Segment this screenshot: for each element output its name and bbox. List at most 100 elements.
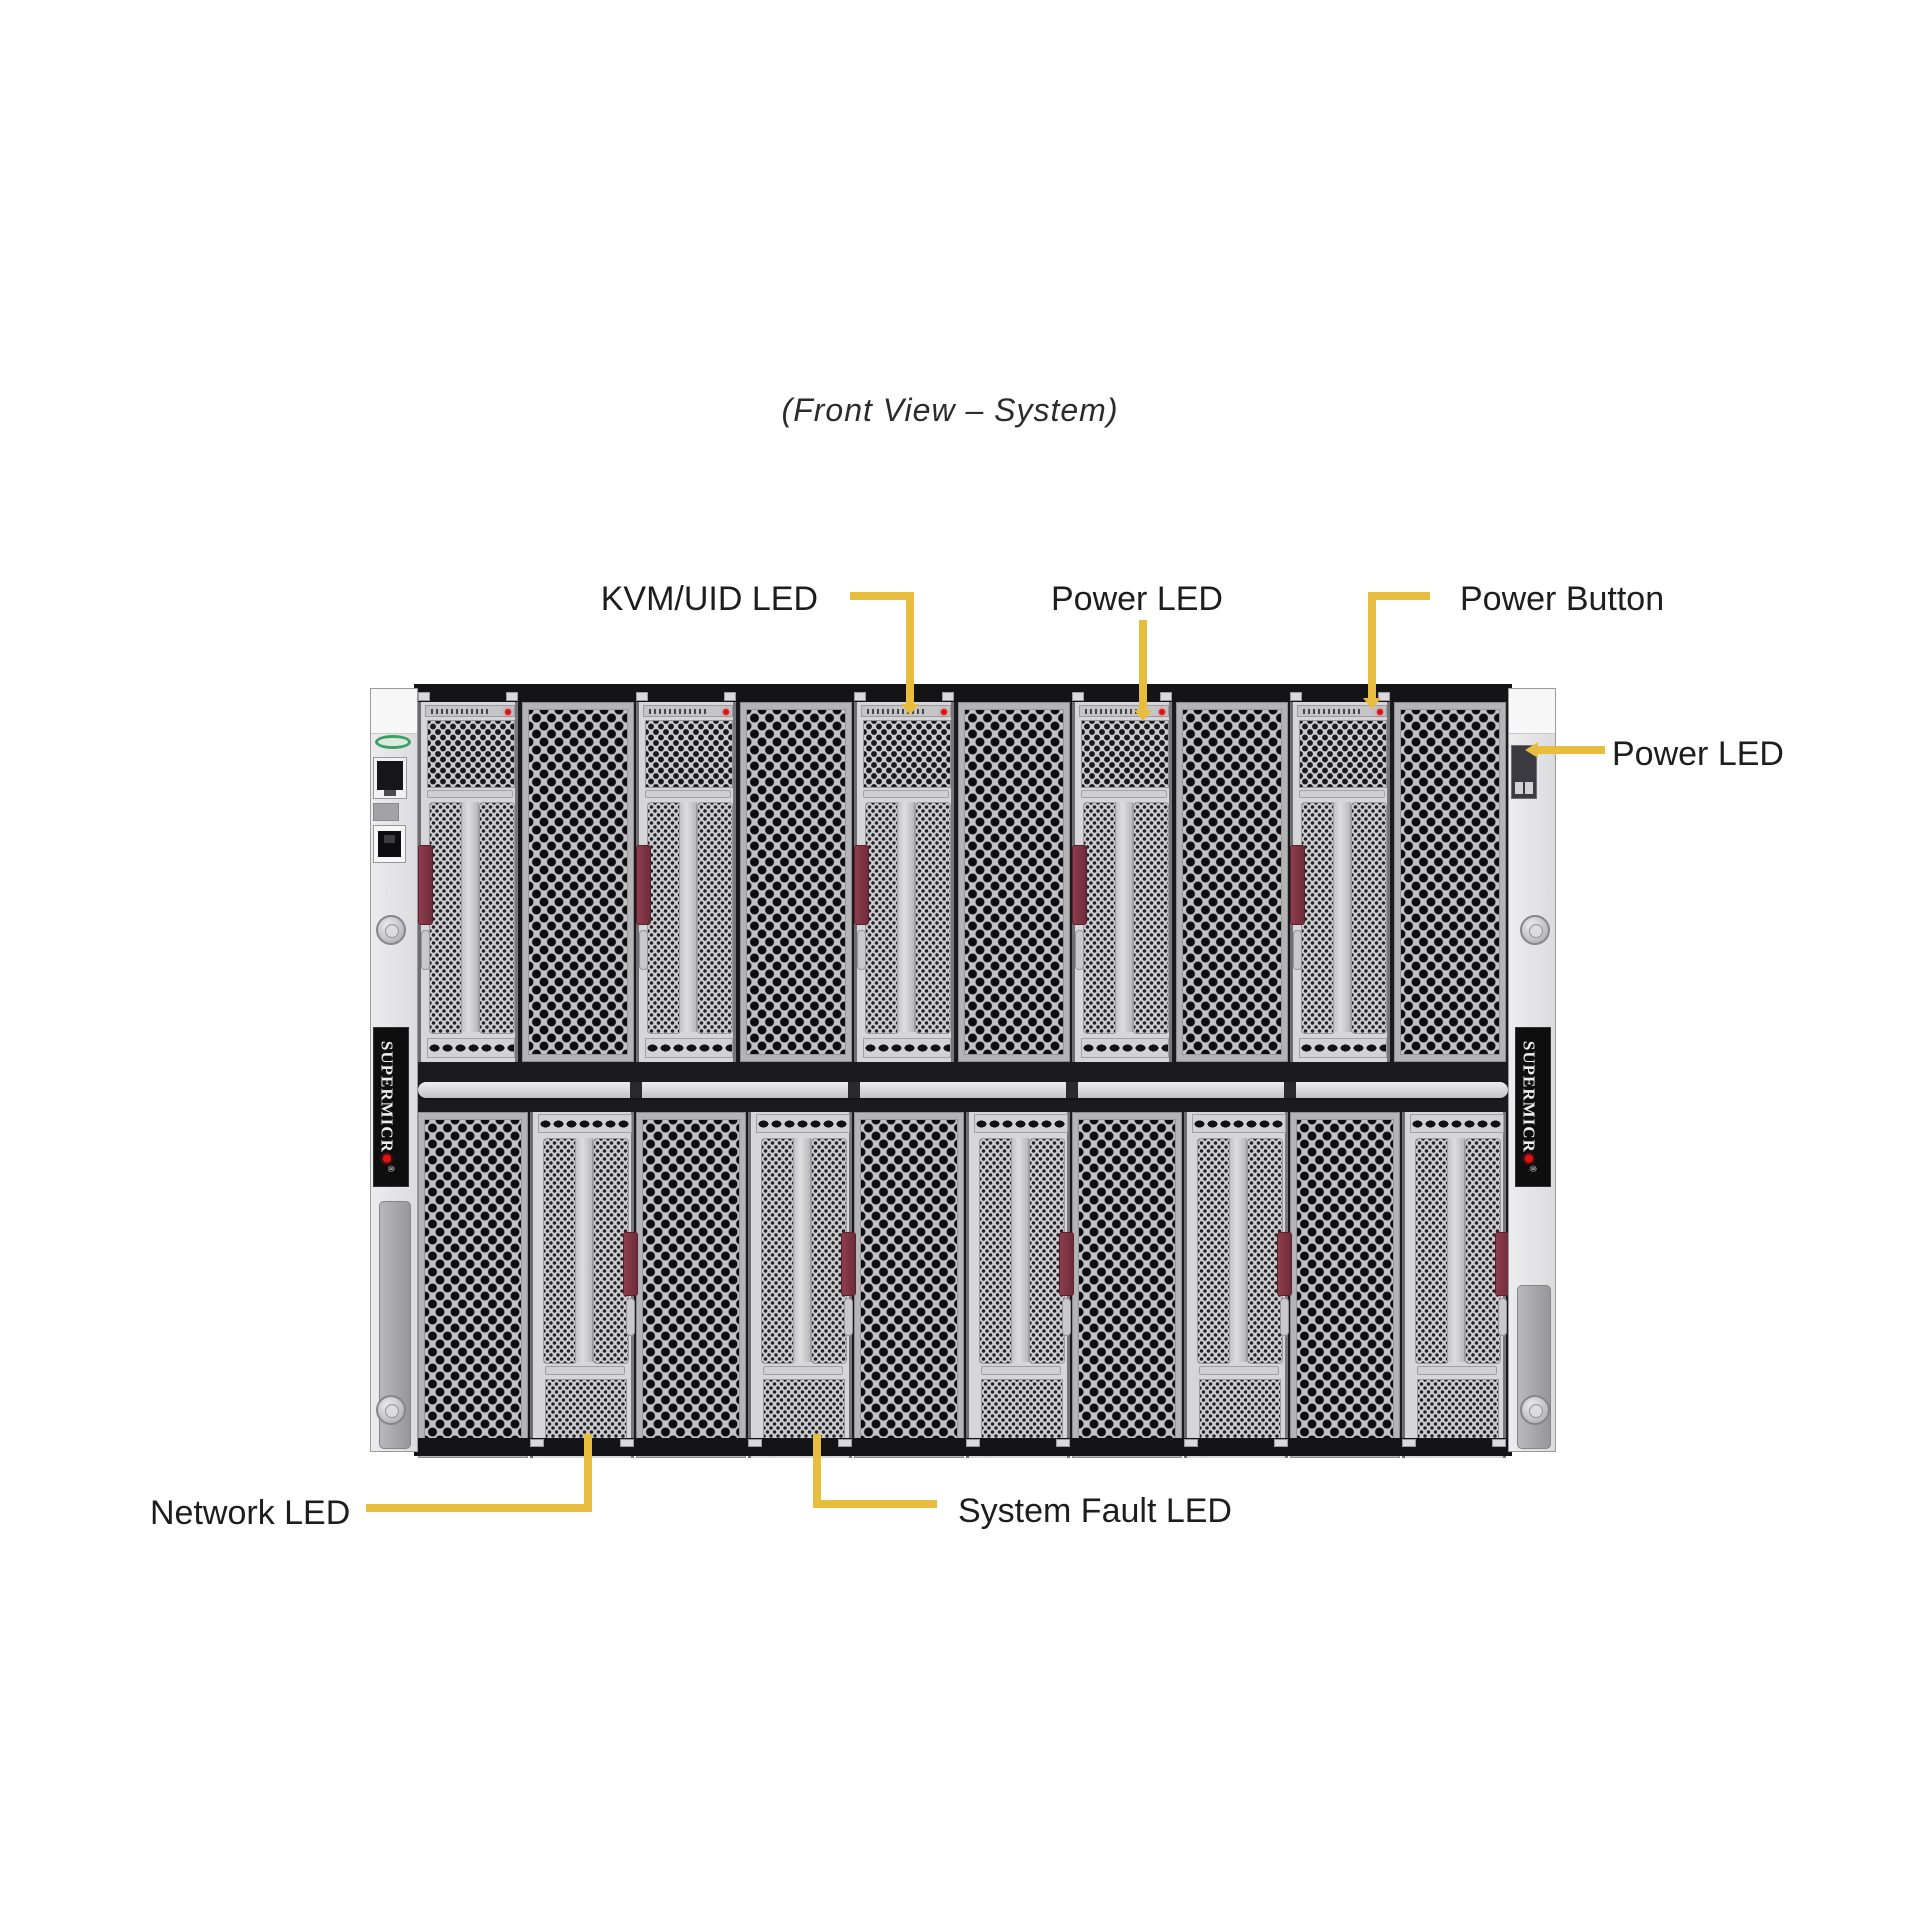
ethernet-port-clip bbox=[383, 790, 397, 796]
led-block-bracket bbox=[763, 1366, 843, 1375]
vent-grille-panel bbox=[418, 1112, 528, 1458]
vent-grille-panel bbox=[1394, 702, 1506, 1062]
callout-line-network-led-vertical bbox=[584, 1434, 592, 1512]
callout-line-power-led-top-vertical bbox=[1139, 620, 1147, 712]
latch-pull-tab bbox=[1293, 930, 1302, 970]
callout-label-network-led: Network LED bbox=[150, 1494, 351, 1532]
rail-clip bbox=[942, 692, 954, 701]
callout-line-power-button-vertical bbox=[1368, 592, 1376, 700]
blade-vent-slot-right bbox=[697, 802, 733, 1034]
blade-vent-slot-right bbox=[1133, 802, 1169, 1034]
rail-clip bbox=[506, 692, 518, 701]
divider-gap bbox=[630, 1082, 642, 1098]
blade-release-latch bbox=[841, 1232, 856, 1296]
brand-registered-mark: ® bbox=[386, 1165, 396, 1174]
callout-line-kvm-uid-horizontal bbox=[850, 592, 914, 600]
blade-header-marks bbox=[1303, 709, 1363, 714]
blade-top-grille bbox=[1299, 720, 1387, 788]
blade-bottom-vent-strip bbox=[863, 1038, 951, 1058]
callout-arrow-power-led-top bbox=[1134, 710, 1152, 721]
blade-vent-slot-left bbox=[1197, 1138, 1231, 1364]
usb-port bbox=[373, 825, 406, 863]
divider-gap bbox=[1066, 1082, 1078, 1098]
blade-vent-slot-left bbox=[429, 802, 463, 1034]
blade-center-rib bbox=[575, 1138, 593, 1362]
divider-gap bbox=[1284, 1082, 1296, 1098]
blade-top-vent-strip bbox=[756, 1114, 850, 1133]
blade-top-vent-strip bbox=[1192, 1114, 1286, 1133]
vent-grille-panel bbox=[958, 702, 1070, 1062]
vent-grille-holes bbox=[528, 709, 628, 1055]
vent-grille-holes bbox=[1078, 1119, 1176, 1451]
blade-module bbox=[418, 702, 518, 1062]
callout-line-system-fault-horizontal bbox=[813, 1500, 937, 1508]
callout-arrow-power-button bbox=[1363, 698, 1381, 709]
blade-top-grille bbox=[1081, 720, 1169, 788]
blade-module bbox=[530, 1112, 638, 1458]
blade-release-latch bbox=[854, 845, 869, 925]
led-block-bracket bbox=[981, 1366, 1061, 1375]
rail-clip bbox=[620, 1439, 634, 1447]
blade-release-latch bbox=[1072, 845, 1087, 925]
brand-red-o: ● bbox=[376, 1152, 398, 1166]
blade-status-led bbox=[1159, 709, 1165, 715]
rail-clip bbox=[530, 1439, 544, 1447]
latch-pull-tab bbox=[857, 930, 866, 970]
blade-vent-slot-right bbox=[915, 802, 951, 1034]
blade-header-marks bbox=[867, 709, 927, 714]
brand-wordmark: SUPERMICR bbox=[377, 1040, 397, 1153]
vent-grille-holes bbox=[642, 1119, 740, 1451]
blade-vent-slot-left bbox=[543, 1138, 577, 1364]
led-block-bracket bbox=[1417, 1366, 1497, 1375]
rail-clip bbox=[1492, 1439, 1506, 1447]
left-mounting-ear: SUPERMICR●® bbox=[370, 688, 418, 1452]
latch-pull-tab bbox=[1280, 1298, 1289, 1336]
blade-center-rib bbox=[679, 802, 697, 1032]
blade-status-led bbox=[1377, 709, 1383, 715]
blade-module bbox=[854, 702, 954, 1062]
callout-label-power-button: Power Button bbox=[1460, 580, 1665, 618]
server-chassis: SUPERMICR●® SUPERMICR●® bbox=[370, 682, 1556, 1460]
status-ok-icon bbox=[375, 735, 411, 749]
blade-header-marks bbox=[1085, 709, 1145, 714]
rail-clip bbox=[1274, 1439, 1288, 1447]
vent-grille-holes bbox=[1182, 709, 1282, 1055]
network-fault-led-block bbox=[763, 1379, 845, 1445]
slot-top-bracket bbox=[427, 790, 513, 798]
top-blade-row bbox=[418, 702, 1508, 1062]
blade-module bbox=[1072, 702, 1172, 1062]
rail-clip bbox=[636, 692, 648, 701]
network-fault-led-block bbox=[981, 1379, 1063, 1445]
blade-vent-slot-left bbox=[865, 802, 899, 1034]
blade-status-led bbox=[941, 709, 947, 715]
rail-clip bbox=[1184, 1439, 1198, 1447]
callout-line-system-fault-vertical bbox=[813, 1434, 821, 1508]
rail-clip bbox=[1402, 1439, 1416, 1447]
row-divider-bar bbox=[418, 1082, 1508, 1098]
blade-module bbox=[636, 702, 736, 1062]
vent-grille-holes bbox=[964, 709, 1064, 1055]
vent-grille-holes bbox=[746, 709, 846, 1055]
thumbscrew bbox=[1520, 915, 1550, 945]
brand-label-text: SUPERMICR●® bbox=[374, 1028, 408, 1186]
callout-line-power-led-right-horizontal bbox=[1537, 746, 1605, 754]
network-fault-led-block bbox=[1417, 1379, 1499, 1445]
callout-arrow-kvm-uid bbox=[901, 704, 919, 715]
blade-vent-slot-left bbox=[1083, 802, 1117, 1034]
blade-vent-slot-left bbox=[979, 1138, 1013, 1364]
blade-release-latch bbox=[1059, 1232, 1074, 1296]
brand-red-o: ● bbox=[1518, 1152, 1540, 1166]
callout-arrow-power-led-right bbox=[1525, 742, 1538, 758]
blade-center-rib bbox=[1011, 1138, 1029, 1362]
power-led-pin bbox=[1525, 782, 1533, 794]
vent-grille-panel bbox=[1290, 1112, 1400, 1458]
latch-pull-tab bbox=[626, 1298, 635, 1336]
callout-line-kvm-uid-vertical bbox=[906, 592, 914, 706]
blade-vent-slot-left bbox=[761, 1138, 795, 1364]
blade-release-latch bbox=[636, 845, 651, 925]
blade-module bbox=[1402, 1112, 1510, 1458]
callout-label-kvm-uid-led: KVM/UID LED bbox=[600, 580, 818, 618]
latch-pull-tab bbox=[1062, 1298, 1071, 1336]
blade-release-latch bbox=[418, 845, 433, 925]
